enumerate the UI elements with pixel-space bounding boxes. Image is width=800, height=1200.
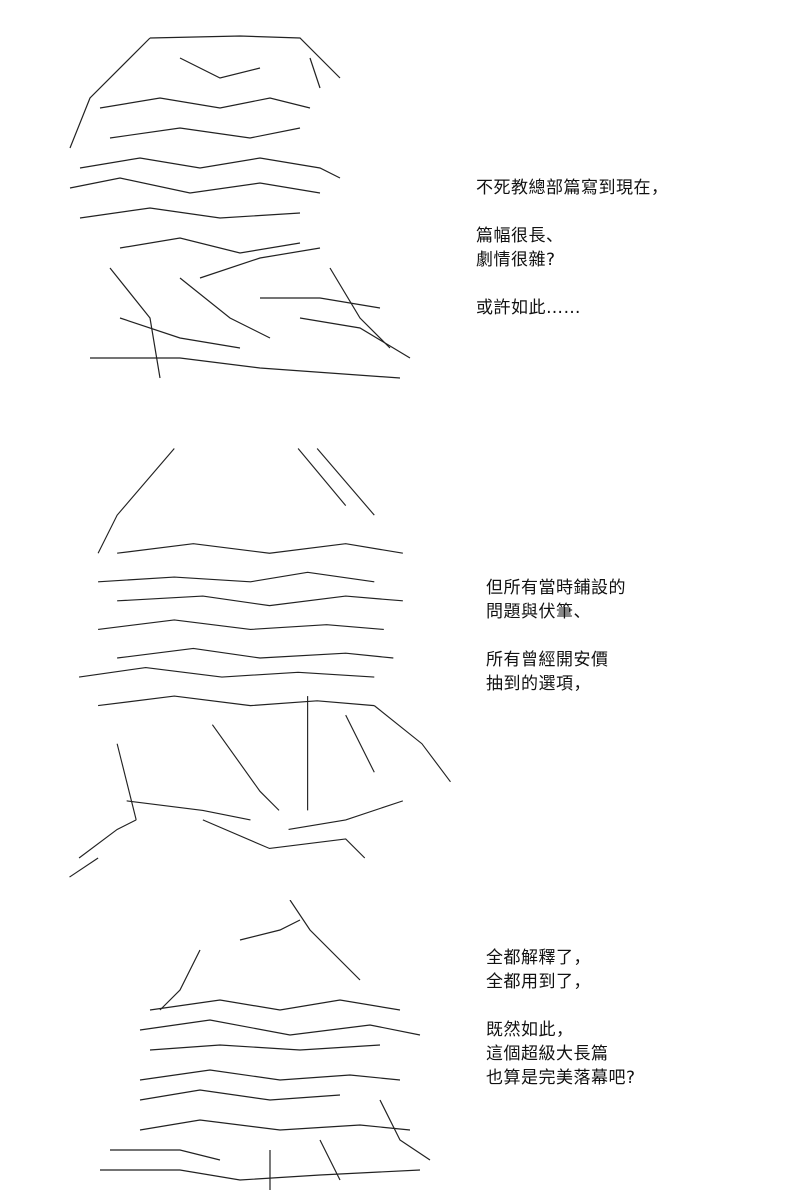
panel-3: 全都解釋了， 全都用到了， 既然如此， 這個超級大長篇 也算是完美落幕吧? bbox=[0, 900, 800, 1200]
ascii-art-character-2 bbox=[60, 428, 460, 888]
caption-line: 全都解釋了， bbox=[486, 948, 591, 968]
caption-line: 不死教總部篇寫到現在， bbox=[476, 178, 669, 198]
caption-line: 抽到的選項， bbox=[486, 674, 591, 694]
ascii-art-character-1 bbox=[60, 18, 460, 388]
caption-line: 既然如此， bbox=[486, 1020, 574, 1040]
caption-line: 這個超級大長篇 bbox=[486, 1044, 609, 1064]
panel-1: 不死教總部篇寫到現在， 篇幅很長、 劇情很雜? 或許如此…… bbox=[0, 0, 800, 400]
caption-panel-3: 全都解釋了， 全都用到了， 既然如此， 這個超級大長篇 也算是完美落幕吧? bbox=[486, 946, 636, 1090]
caption-gap bbox=[476, 272, 669, 296]
caption-panel-1: 不死教總部篇寫到現在， 篇幅很長、 劇情很雜? 或許如此…… bbox=[476, 176, 669, 320]
panel-2: 但所有當時鋪設的 問題與伏筆、 所有曾經開安價 抽到的選項， bbox=[0, 400, 800, 900]
caption-line: 問題與伏筆、 bbox=[486, 602, 591, 622]
caption-line: 篇幅很長、 bbox=[476, 226, 564, 246]
ascii-art-character-3 bbox=[60, 900, 460, 1190]
caption-line: 也算是完美落幕吧? bbox=[486, 1068, 636, 1088]
caption-line: 所有曾經開安價 bbox=[486, 650, 609, 670]
caption-gap bbox=[486, 994, 636, 1018]
caption-panel-2: 但所有當時鋪設的 問題與伏筆、 所有曾經開安價 抽到的選項， bbox=[486, 576, 626, 696]
caption-line: 全都用到了， bbox=[486, 972, 591, 992]
caption-gap bbox=[476, 200, 669, 224]
caption-line: 但所有當時鋪設的 bbox=[486, 578, 626, 598]
caption-line: 或許如此…… bbox=[476, 298, 581, 318]
caption-line: 劇情很雜? bbox=[476, 250, 556, 270]
caption-gap bbox=[486, 624, 626, 648]
